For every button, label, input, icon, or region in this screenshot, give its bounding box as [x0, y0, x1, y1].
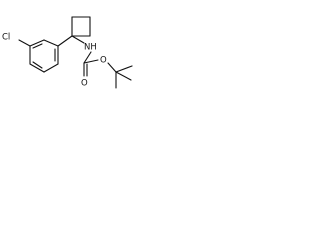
nh-label: NH — [84, 43, 97, 53]
ring-double-bond — [32, 61, 43, 69]
o-c-bond — [107, 62, 117, 73]
chlorophenyl-ring — [29, 39, 59, 73]
ring-bond — [43, 63, 59, 73]
molecule-structure: Cl NH O O — [2, 16, 133, 89]
carbonyl-oxygen-label: O — [81, 79, 88, 89]
c-cl-bond — [18, 39, 31, 47]
chlorine-label: Cl — [2, 33, 10, 43]
aryl-cyclobutyl-bond — [57, 35, 73, 47]
ester-oxygen-label: O — [100, 56, 107, 66]
c-n-bond — [71, 35, 85, 44]
ring-bond — [43, 39, 59, 47]
n-c-bond — [83, 51, 92, 64]
tbutyl-methyl-bond — [115, 71, 132, 81]
ring-bond — [29, 63, 45, 73]
tbutyl-methyl-bond — [115, 65, 133, 73]
c-o-bond — [83, 59, 99, 64]
ring-double-bond — [32, 43, 43, 49]
ring-bond — [29, 39, 45, 47]
cyclobutane-ring — [71, 16, 91, 37]
